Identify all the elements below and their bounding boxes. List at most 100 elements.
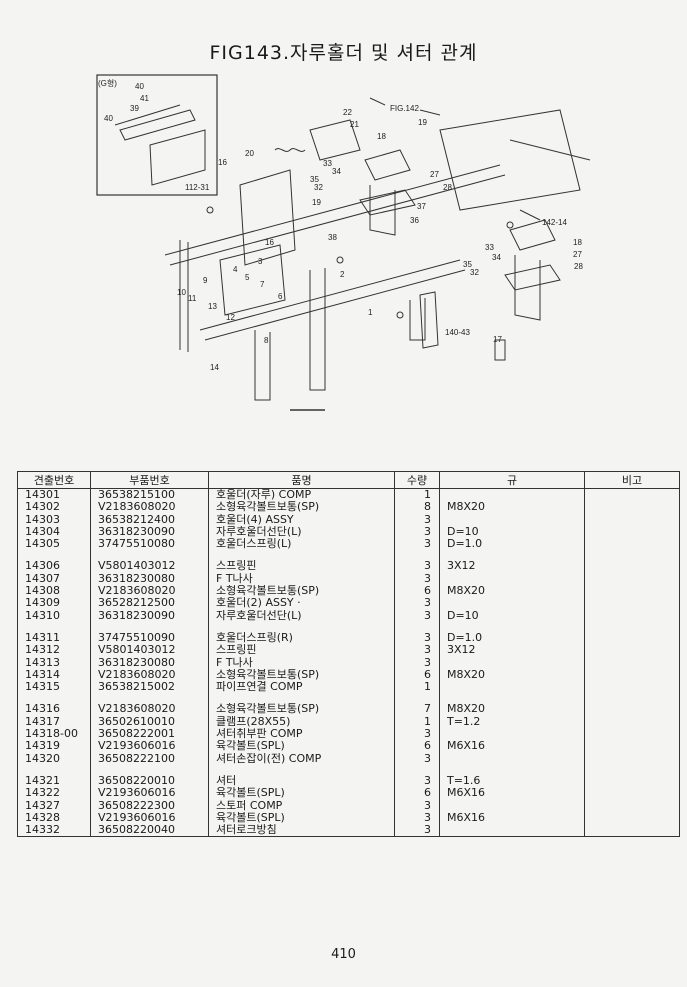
cell-note (584, 572, 680, 586)
cell-part-name: 육각볼트(SPL) (208, 811, 395, 825)
header-part-number: 부품번호 (90, 471, 209, 489)
cell-note (584, 740, 680, 753)
cell-quantity: 3 (394, 728, 440, 741)
cell-part-name: 육각볼트(SPL) (208, 740, 395, 753)
parts-drawing (96, 74, 591, 411)
cell-part-number: V5801403012 (90, 644, 209, 657)
cell-spec: M8X20 (439, 703, 585, 716)
spacer-cell (439, 764, 585, 775)
cell-part-name: 육각볼트(SPL) (208, 787, 395, 800)
spacer-cell (17, 550, 91, 561)
callout-label: 27 (573, 250, 582, 259)
cell-part-name: 자루호울더선단(L) (208, 609, 395, 622)
header-part-name: 품명 (208, 471, 395, 489)
cell-part-name: 호울더(자루) COMP (208, 488, 395, 502)
cell-part-name: 스프링핀 (208, 644, 395, 657)
callout-label: 19 (312, 198, 321, 207)
spacer-cell (17, 621, 91, 632)
callout-label: 39 (130, 104, 139, 113)
cell-part-number: 36538215100 (90, 488, 209, 502)
cell-index: 14313 (17, 656, 91, 669)
cell-index: 14310 (17, 609, 91, 622)
spacer-cell (208, 550, 395, 561)
callout-label: 33 (323, 159, 332, 168)
cell-part-number: 36502610010 (90, 715, 209, 729)
cell-part-number: 36508222300 (90, 799, 209, 812)
cell-spec (439, 728, 585, 741)
callout-label: 27 (430, 170, 439, 179)
cell-part-name: 호울더스프링(R) (208, 631, 395, 645)
cell-quantity: 3 (394, 799, 440, 812)
callout-label: 22 (343, 108, 352, 117)
cell-part-number: 36318230090 (90, 609, 209, 622)
header-note: 비고 (584, 471, 680, 489)
cell-note (584, 609, 680, 622)
callout-label: 1 (368, 308, 373, 317)
cell-note (584, 824, 680, 838)
callout-label: 140-43 (445, 328, 470, 337)
cell-index: 14307 (17, 572, 91, 586)
callout-label: 18 (573, 238, 582, 247)
cell-index: 14314 (17, 668, 91, 682)
cell-note (584, 585, 680, 598)
cell-index: 14305 (17, 538, 91, 551)
cell-part-number: 36538212400 (90, 513, 209, 526)
cell-spec (439, 597, 585, 610)
cell-part-name: 호울더스프링(L) (208, 538, 395, 551)
cell-index: 14317 (17, 715, 91, 729)
spacer-cell (17, 693, 91, 704)
cell-part-name: 스토퍼 COMP (208, 799, 395, 812)
cell-part-name: 호울더(4) ASSY (208, 513, 395, 526)
cell-index: 14304 (17, 525, 91, 539)
callout-label: 34 (332, 167, 341, 176)
callout-label: 32 (470, 268, 479, 277)
cell-part-name: 스프링핀 (208, 560, 395, 573)
cell-quantity: 3 (394, 752, 440, 765)
cell-spec: D=1.0 (439, 538, 585, 551)
callout-label: 142-14 (542, 218, 567, 227)
cell-spec (439, 488, 585, 502)
cell-note (584, 631, 680, 645)
callout-label: 14 (210, 363, 219, 372)
cell-note (584, 513, 680, 526)
table-row-spacer (17, 693, 680, 704)
cell-index: 14316 (17, 703, 91, 716)
cell-part-number: V2183608020 (90, 585, 209, 598)
spacer-cell (90, 764, 209, 775)
cell-quantity: 3 (394, 572, 440, 586)
spacer-cell (208, 621, 395, 632)
spacer-cell (439, 621, 585, 632)
cell-quantity: 3 (394, 631, 440, 645)
callout-label: 33 (485, 243, 494, 252)
cell-spec: M8X20 (439, 585, 585, 598)
cell-spec: M6X16 (439, 740, 585, 753)
header-quantity: 수량 (394, 471, 440, 489)
cell-spec (439, 656, 585, 669)
callout-label: 4 (233, 265, 238, 274)
cell-note (584, 728, 680, 741)
table-row-spacer (17, 550, 680, 561)
callout-label: (G형) (98, 79, 117, 88)
callout-label: 6 (278, 292, 283, 301)
cell-part-name: F T나사 (208, 656, 395, 669)
cell-part-number: V5801403012 (90, 560, 209, 573)
cell-quantity: 1 (394, 681, 440, 694)
cell-note (584, 787, 680, 800)
cell-spec: M8X20 (439, 501, 585, 514)
cell-part-number: 36528212500 (90, 597, 209, 610)
callout-label: 5 (245, 273, 250, 282)
spacer-cell (90, 550, 209, 561)
spacer-cell (584, 621, 680, 632)
cell-index: 14327 (17, 799, 91, 812)
